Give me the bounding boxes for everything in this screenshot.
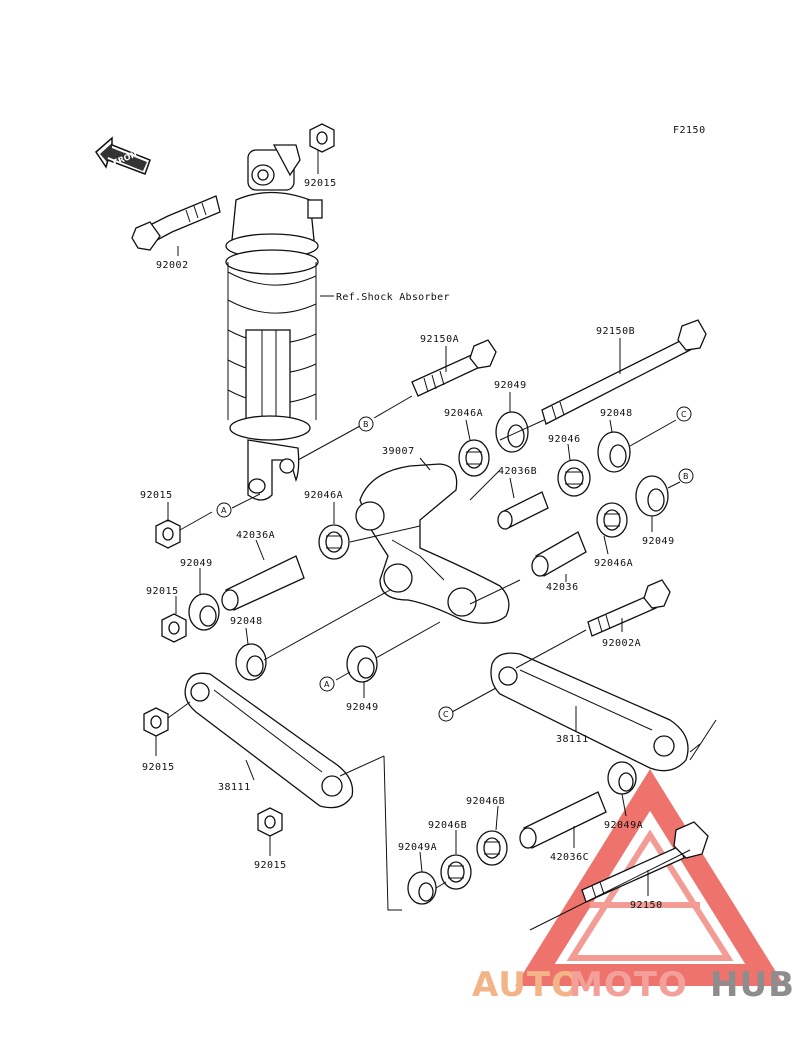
- part-labels: 92015 92002 92150A 92150B 92049 92046A 9…: [140, 178, 675, 911]
- bolt-92150: [581, 821, 709, 903]
- collar-42036c: [519, 791, 607, 849]
- part-label: 92015: [304, 178, 337, 189]
- svg-text:B: B: [363, 420, 369, 429]
- seal-92049-right: [635, 475, 669, 517]
- svg-text:AUTO: AUTO: [472, 965, 581, 1005]
- connector-a-1: A: [216, 502, 232, 518]
- bearing-92046b-right: [476, 830, 508, 866]
- collar-42036b: [497, 491, 549, 530]
- part-label: 92046B: [428, 820, 467, 831]
- part-label: 42036C: [550, 852, 589, 863]
- front-arrow-icon: FRONT: [95, 136, 151, 175]
- bearing-92046: [557, 459, 591, 497]
- part-label: 92048: [600, 408, 633, 419]
- part-label: 38111: [556, 734, 589, 745]
- seal-92048-left: [235, 643, 267, 681]
- part-label: 42036B: [498, 466, 537, 477]
- svg-text:HUB: HUB: [710, 965, 795, 1005]
- connector-c-2: C: [438, 706, 454, 722]
- seal-92049a-left: [407, 871, 437, 905]
- part-label: 92046B: [466, 796, 505, 807]
- part-label: 92015: [142, 762, 175, 773]
- part-label: 92015: [254, 860, 287, 871]
- part-label: 92150: [630, 900, 663, 911]
- collar-42036: [531, 531, 587, 577]
- svg-text:C: C: [681, 410, 687, 419]
- part-label: 92049: [642, 536, 675, 547]
- seal-92049-center: [346, 645, 378, 683]
- part-label: 92002A: [602, 638, 641, 649]
- part-label: 92015: [146, 586, 179, 597]
- svg-text:C: C: [443, 710, 449, 719]
- svg-text:B: B: [683, 472, 689, 481]
- bolt-92150b: [541, 319, 707, 425]
- part-label: 92049: [180, 558, 213, 569]
- part-label: 92049: [346, 702, 379, 713]
- shock-absorber: [225, 144, 323, 501]
- figure-code: F2150: [673, 125, 706, 136]
- svg-text:A: A: [221, 506, 227, 515]
- part-label: 92015: [140, 490, 173, 501]
- part-label: 92049: [494, 380, 527, 391]
- nut-92015-c: [143, 707, 169, 737]
- bolt-92002: [131, 195, 221, 251]
- nut-92015-top: [309, 123, 335, 153]
- bolt-92002a: [587, 579, 671, 637]
- bearing-92046b-left: [440, 854, 472, 890]
- watermark-text: AUTO MOTO HUB: [472, 965, 795, 1005]
- bearing-92046a-top: [458, 439, 490, 477]
- part-label: 92046A: [594, 558, 633, 569]
- part-label: 42036: [546, 582, 579, 593]
- nut-92015-d: [257, 807, 283, 837]
- part-label: 92049A: [604, 820, 643, 831]
- connector-c-1: C: [676, 406, 692, 422]
- part-label: 38111: [218, 782, 251, 793]
- bearing-92046a-left: [318, 524, 350, 560]
- part-label: 92046A: [444, 408, 483, 419]
- rocker-arm-39007: [355, 463, 510, 624]
- part-label: 42036A: [236, 530, 275, 541]
- connector-b-2: B: [678, 468, 694, 484]
- connector-b-1: B: [358, 416, 374, 432]
- part-label: 39007: [382, 446, 415, 457]
- assembly-lines: [155, 150, 717, 931]
- part-label: 92150B: [596, 326, 635, 337]
- svg-text:A: A: [324, 680, 330, 689]
- part-label: 92046: [548, 434, 581, 445]
- tie-rod-38111-right: [490, 652, 689, 772]
- svg-text:MOTO: MOTO: [569, 965, 688, 1005]
- seal-92048-right: [597, 431, 631, 473]
- connector-a-2: A: [319, 676, 335, 692]
- part-label: 92048: [230, 616, 263, 627]
- tie-rod-38111-left: [184, 672, 354, 809]
- part-label: 92150A: [420, 334, 459, 345]
- collar-42036a: [221, 555, 305, 611]
- seal-92049a-right: [607, 761, 637, 795]
- nut-92015-b: [161, 613, 187, 643]
- reference-label: Ref.Shock Absorber: [336, 292, 450, 303]
- nut-92015-a: [155, 519, 181, 549]
- seal-92049-left: [188, 593, 220, 631]
- bolt-92150a: [411, 339, 497, 397]
- part-label: 92049A: [398, 842, 437, 853]
- part-label: 92002: [156, 260, 189, 271]
- bearing-92046a-right: [596, 502, 628, 538]
- part-label: 92046A: [304, 490, 343, 501]
- seal-92049-top: [495, 411, 529, 453]
- watermark-logo: [515, 769, 785, 986]
